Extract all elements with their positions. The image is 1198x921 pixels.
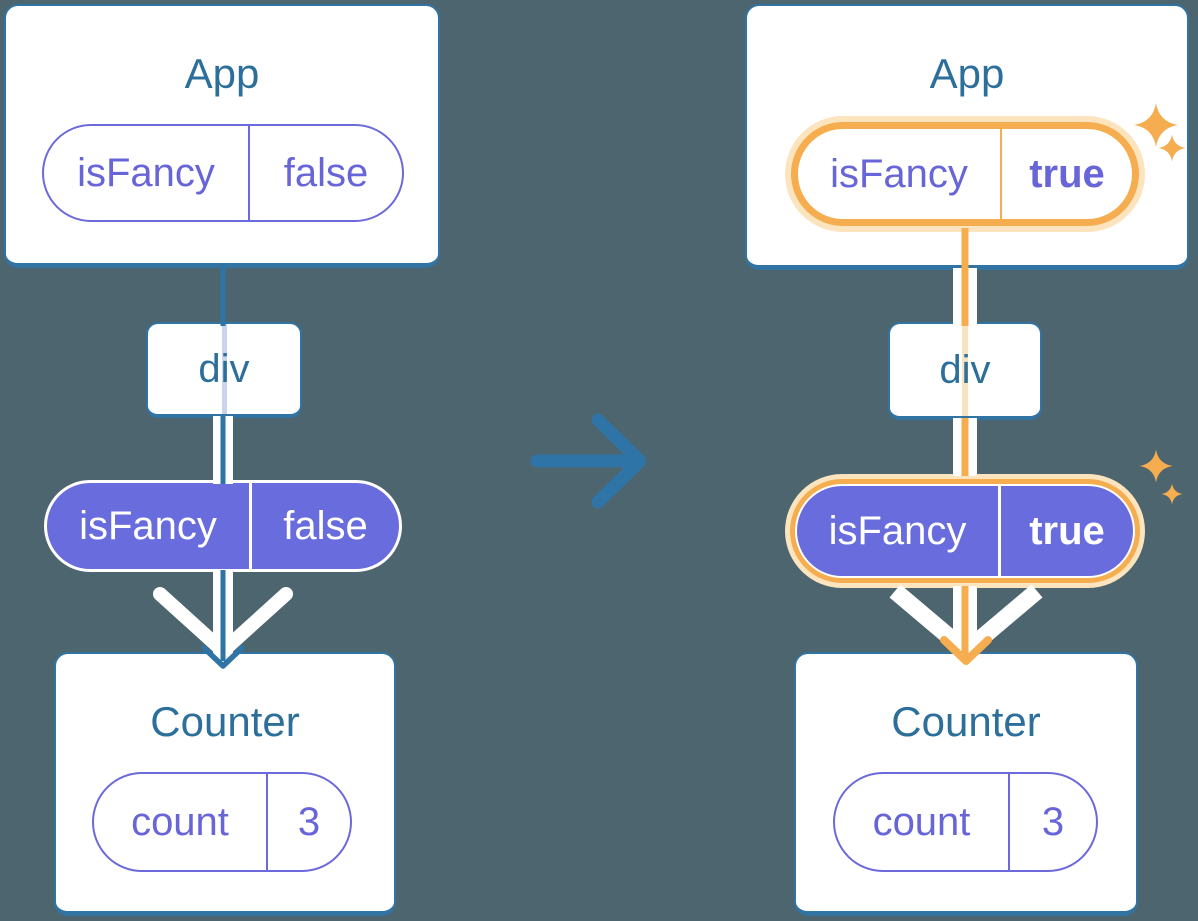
state-line-through-div [962,324,968,416]
sparkle-icon [1139,449,1173,483]
state-value-label: 3 [1008,774,1096,870]
state-line [220,266,226,326]
app-title: App [929,50,1005,97]
state-key-label: count [131,799,229,844]
counter-state-pill-after: count 3 [833,772,1098,872]
state-line-through-div [221,324,227,414]
prop-arrow-shaft [953,418,977,476]
div-label: div [198,346,250,391]
div-card-after: div [888,322,1042,420]
prop-pill-before: isFancy false [44,480,402,572]
div-label: div [939,347,991,392]
counter-title: Counter [150,698,300,745]
prop-key-label: isFancy [79,503,217,548]
prop-chevron-icon [153,587,293,658]
prop-arrow-shaft [213,416,233,484]
prop-arrow-shaft [953,268,977,326]
counter-state-pill-before: count 3 [92,772,352,872]
state-value-label: false [248,126,402,220]
app-title: App [184,50,260,97]
prop-value-label: true [998,486,1133,576]
state-key-label: count [872,799,971,844]
prop-arrow [889,584,1043,665]
div-card-before: div [146,322,302,418]
sparkle-icon [1161,483,1183,505]
app-state-pill-after: isFancy true [791,122,1139,226]
prop-pill-after: isFancy true [795,484,1135,578]
arrow-right-icon [530,413,647,509]
state-key-label: isFancy [77,150,215,195]
state-value-label: 3 [266,774,350,870]
app-state-pill-before: isFancy false [42,124,404,222]
prop-value-label: false [249,483,399,569]
prop-key-label: isFancy [828,508,967,553]
counter-title: Counter [891,698,1041,745]
state-value-label: true [1000,129,1132,219]
prop-chevron-icon [889,584,1043,663]
state-key-label: isFancy [830,151,968,196]
